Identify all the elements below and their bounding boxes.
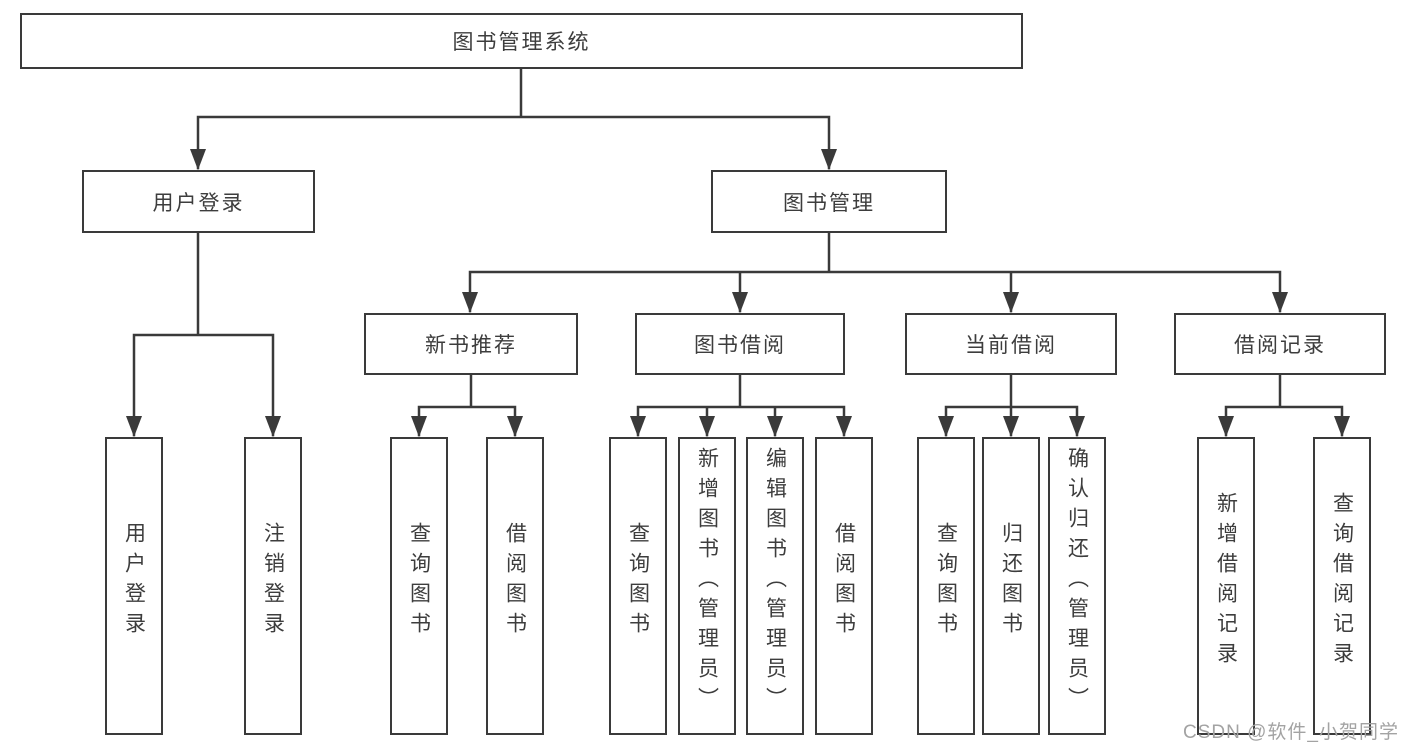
node-borrow-records-label: 借阅记录 [1234, 334, 1326, 357]
leaf-recommend-query-books: 查询图书 [390, 437, 448, 735]
leaf-current-confirm-return-admin-label: 确认归还（管理员） [1065, 447, 1089, 717]
leaf-current-return-books-label: 归还图书 [999, 522, 1023, 642]
arrowheads [126, 149, 1350, 437]
leaf-records-query-record: 查询借阅记录 [1313, 437, 1371, 735]
leaf-borrow-borrow-books-label: 借阅图书 [832, 522, 856, 642]
leaf-records-add-record-label: 新增借阅记录 [1214, 492, 1238, 672]
node-new-book-recommend-label: 新书推荐 [425, 334, 517, 357]
node-book-management-branch-label: 图书管理 [783, 191, 875, 215]
leaf-recommend-query-books-label: 查询图书 [407, 522, 431, 642]
leaf-borrow-edit-books-admin-label: 编辑图书（管理员） [763, 447, 787, 717]
leaf-borrow-add-books-admin: 新增图书（管理员） [678, 437, 736, 735]
node-current-borrow: 当前借阅 [905, 313, 1117, 375]
node-user-login-branch: 用户登录 [82, 170, 315, 233]
leaf-user-login-label: 用户登录 [122, 522, 146, 642]
node-current-borrow-label: 当前借阅 [965, 334, 1057, 357]
leaf-logout-login: 注销登录 [244, 437, 302, 735]
leaf-borrow-query-books-label: 查询图书 [626, 522, 650, 642]
leaf-current-query-books: 查询图书 [917, 437, 975, 735]
leaf-borrow-add-books-admin-label: 新增图书（管理员） [695, 447, 719, 717]
leaf-borrow-edit-books-admin: 编辑图书（管理员） [746, 437, 804, 735]
leaf-user-login: 用户登录 [105, 437, 163, 735]
node-root: 图书管理系统 [20, 13, 1023, 69]
leaf-records-add-record: 新增借阅记录 [1197, 437, 1255, 735]
csdn-watermark: CSDN @软件_小贺同学 [1183, 722, 1399, 743]
node-book-management-branch: 图书管理 [711, 170, 947, 233]
leaf-current-query-books-label: 查询图书 [934, 522, 958, 642]
node-new-book-recommend: 新书推荐 [364, 313, 578, 375]
leaf-current-return-books: 归还图书 [982, 437, 1040, 735]
node-borrow-records: 借阅记录 [1174, 313, 1386, 375]
node-book-borrow: 图书借阅 [635, 313, 845, 375]
leaf-recommend-borrow-books: 借阅图书 [486, 437, 544, 735]
leaf-borrow-query-books: 查询图书 [609, 437, 667, 735]
leaf-borrow-borrow-books: 借阅图书 [815, 437, 873, 735]
node-root-label: 图书管理系统 [452, 31, 591, 54]
leaf-records-query-record-label: 查询借阅记录 [1330, 492, 1354, 672]
leaf-current-confirm-return-admin: 确认归还（管理员） [1048, 437, 1106, 735]
leaf-logout-login-label: 注销登录 [261, 522, 285, 642]
node-book-borrow-label: 图书借阅 [694, 334, 786, 357]
leaf-recommend-borrow-books-label: 借阅图书 [503, 522, 527, 642]
node-user-login-branch-label: 用户登录 [152, 191, 245, 215]
